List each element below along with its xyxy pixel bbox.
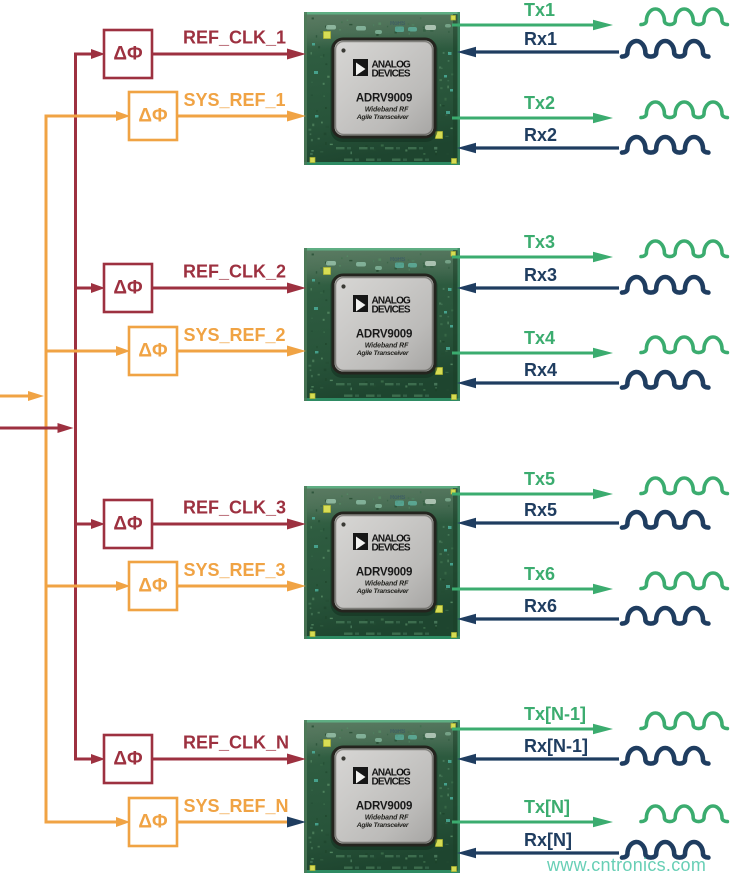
svg-text:Rx5: Rx5: [524, 500, 557, 520]
svg-text:Tx2: Tx2: [524, 93, 555, 113]
svg-text:Rx1: Rx1: [524, 29, 557, 49]
svg-text:ΔΦ: ΔΦ: [113, 749, 143, 770]
svg-text:REF_CLK_N: REF_CLK_N: [183, 733, 289, 753]
svg-text:Tx[N]: Tx[N]: [524, 797, 570, 817]
svg-text:Rx6: Rx6: [524, 596, 557, 616]
svg-text:Tx4: Tx4: [524, 328, 555, 348]
svg-text:SYS_REF_3: SYS_REF_3: [184, 560, 286, 580]
svg-text:Rx[N-1]: Rx[N-1]: [524, 736, 588, 756]
svg-text:Rx3: Rx3: [524, 265, 557, 285]
svg-text:ΔΦ: ΔΦ: [138, 341, 168, 362]
svg-text:Tx3: Tx3: [524, 232, 555, 252]
svg-text:Tx1: Tx1: [524, 0, 555, 20]
svg-text:ΔΦ: ΔΦ: [113, 44, 143, 65]
svg-text:ΔΦ: ΔΦ: [138, 106, 168, 127]
svg-text:SYS_REF_N: SYS_REF_N: [184, 796, 289, 816]
svg-text:REF_CLK_2: REF_CLK_2: [183, 262, 286, 282]
svg-text:ΔΦ: ΔΦ: [113, 514, 143, 535]
svg-text:REF_CLK_3: REF_CLK_3: [183, 498, 286, 518]
svg-text:ΔΦ: ΔΦ: [138, 812, 168, 833]
svg-text:ΔΦ: ΔΦ: [138, 576, 168, 597]
svg-text:Rx2: Rx2: [524, 125, 557, 145]
svg-text:SYS_REF_2: SYS_REF_2: [184, 325, 286, 345]
svg-text:ΔΦ: ΔΦ: [113, 278, 143, 299]
svg-text:Tx6: Tx6: [524, 564, 555, 584]
svg-text:Rx[N]: Rx[N]: [524, 830, 572, 850]
svg-text:Tx[N-1]: Tx[N-1]: [524, 704, 586, 724]
svg-text:Tx5: Tx5: [524, 469, 555, 489]
svg-text:REF_CLK_1: REF_CLK_1: [183, 28, 286, 48]
svg-text:www.cntronics.com: www.cntronics.com: [546, 855, 706, 875]
svg-text:SYS_REF_1: SYS_REF_1: [184, 90, 286, 110]
svg-text:Rx4: Rx4: [524, 360, 557, 380]
